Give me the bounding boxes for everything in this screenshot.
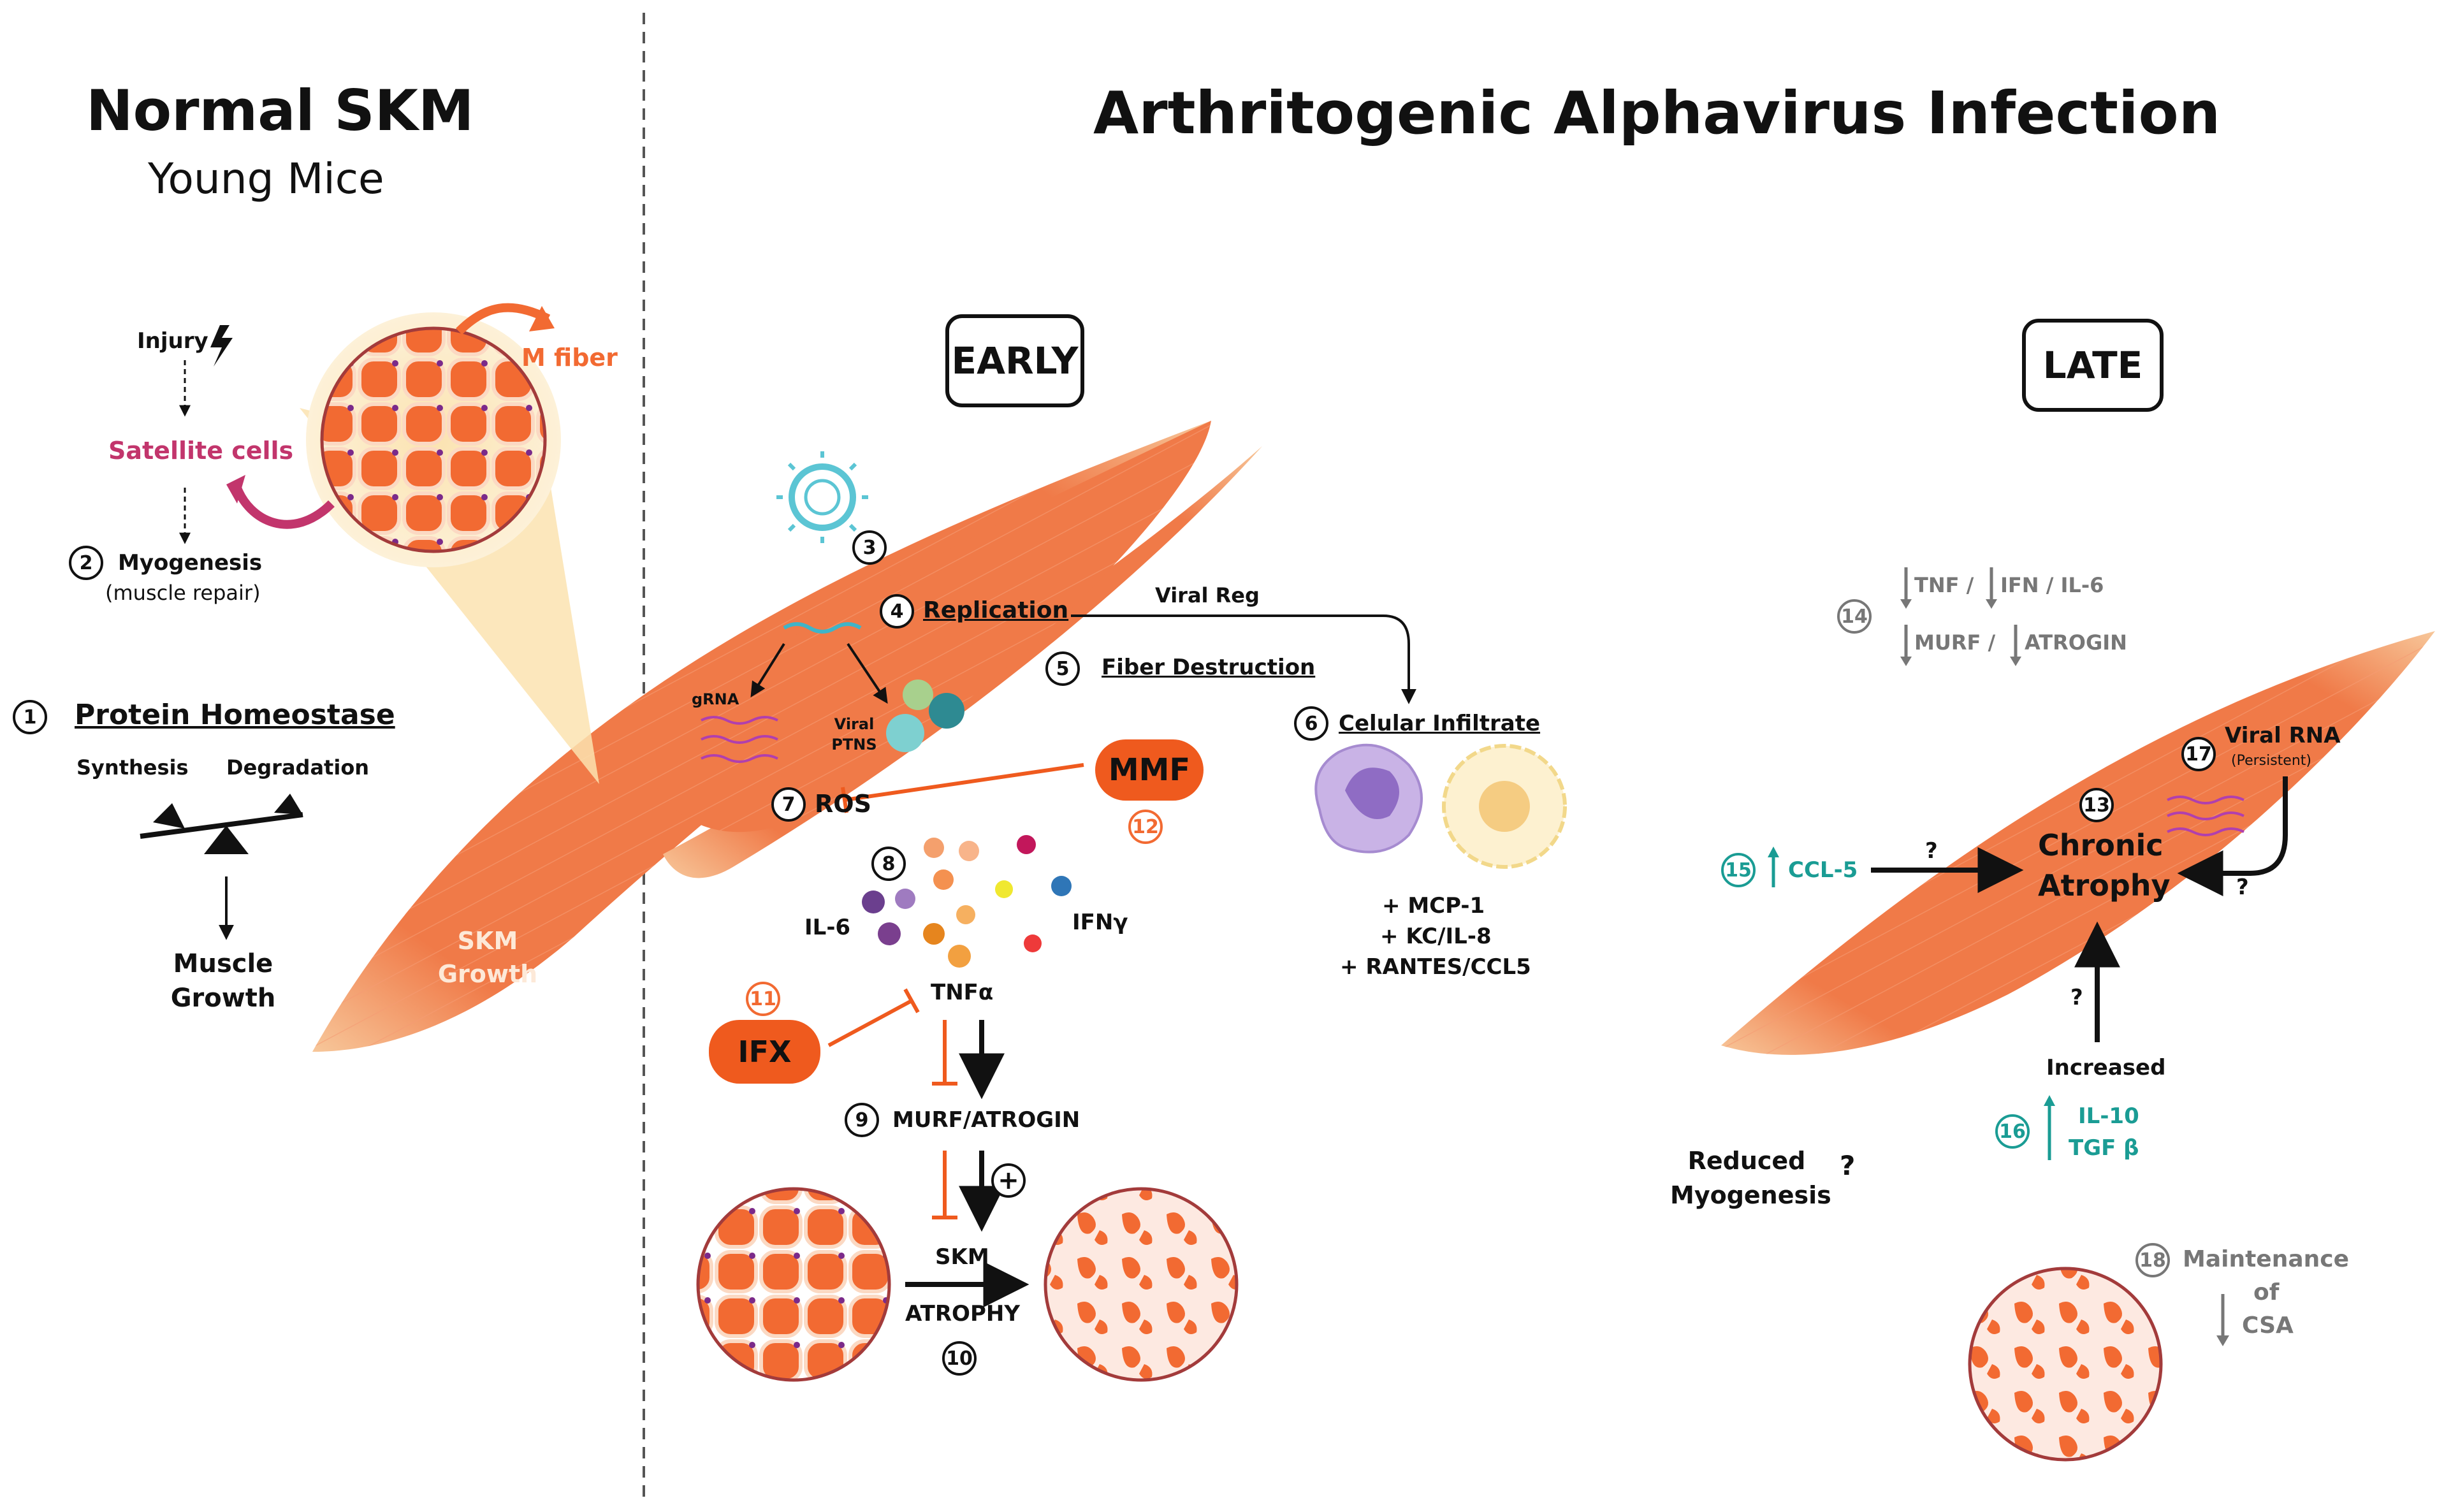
degradation-label: Degradation	[226, 755, 370, 780]
skm-label: SKM	[935, 1244, 989, 1270]
step-14-badge: 14	[1837, 599, 1872, 634]
scale-beam	[140, 812, 303, 839]
il10-label: IL-10	[2078, 1103, 2139, 1129]
step-7-badge: 7	[771, 787, 806, 822]
step-10-badge: 10	[942, 1341, 977, 1376]
viral-protein	[903, 680, 933, 710]
reduced-myogenesis-label: Reduced Myogenesis	[1670, 1147, 1831, 1209]
increased-label: Increased	[2046, 1055, 2166, 1080]
atrogin-down-label: ATROGIN	[2025, 630, 2127, 655]
step-11-badge: 11	[746, 982, 780, 1016]
of-label: of	[2253, 1279, 2280, 1305]
maintenance-label: Maintenance	[2183, 1246, 2350, 1272]
tgfb-label: TGF β	[2069, 1135, 2139, 1161]
late-fiber-section	[1968, 1267, 2163, 1462]
step-6-badge: 6	[1294, 706, 1328, 741]
viral-ptns-label: Viral PTNS	[831, 715, 877, 753]
scale-fulcrum	[204, 825, 249, 854]
question-viral-rna: ?	[2236, 875, 2249, 900]
chronic-label: Chronic	[2038, 828, 2164, 862]
protein-homeostase-label: Protein Homeostase	[75, 699, 395, 731]
right-title: Arthritogenic Alphavirus Infection	[1093, 79, 2221, 147]
question-increased: ?	[2070, 985, 2083, 1010]
m-fiber-arrow	[456, 303, 551, 335]
synthesis-label: Synthesis	[76, 755, 189, 780]
satellite-arrow	[231, 483, 335, 529]
plus-badge: +	[991, 1163, 1026, 1198]
atrophy-label: ATROPHY	[905, 1301, 1020, 1327]
atrophy-late-label: Atrophy	[2038, 868, 2171, 903]
step-2-badge: 2	[69, 546, 103, 580]
ifx-drug: IFX	[709, 1020, 820, 1084]
step-5-badge: 5	[1045, 651, 1080, 686]
ros-label: ROS	[815, 790, 871, 818]
step-3-badge: 3	[852, 530, 887, 565]
injury-label: Injury	[137, 328, 208, 354]
early-box: EARLY	[945, 314, 1084, 407]
satellite-cells-label: Satellite cells	[108, 437, 294, 465]
m-fiber-label: M fiber	[521, 344, 618, 372]
tnf-down-label: TNF /	[1914, 573, 1974, 597]
muscle-cross-section	[320, 326, 547, 553]
murf-down-label: MURF /	[1914, 630, 1996, 655]
kc-il8-label: + KC/IL-8	[1380, 924, 1492, 949]
cellular-infiltrate-label: Celular Infiltrate	[1339, 711, 1541, 736]
viral-reg-label: Viral Reg	[1155, 583, 1260, 607]
rantes-label: + RANTES/CCL5	[1340, 954, 1531, 980]
step-8-badge: 8	[871, 847, 906, 881]
csa-label: CSA	[2242, 1312, 2294, 1339]
viral-reg-arrow	[1071, 614, 1416, 704]
step-13-badge: 13	[2079, 788, 2114, 822]
ifng-label: IFNγ	[1072, 910, 1128, 935]
grna-squiggles	[701, 716, 778, 763]
viral-rna-squiggle	[783, 622, 862, 634]
left-subtitle: Young Mice	[148, 154, 384, 203]
grna-label: gRNA	[692, 690, 739, 708]
step-18-badge: 18	[2135, 1243, 2170, 1277]
step-16-badge: 16	[1995, 1114, 2030, 1149]
step-12-badge: 12	[1128, 810, 1163, 844]
step-15-badge: 15	[1721, 853, 1756, 887]
persistent-label: (Persistent)	[2231, 753, 2311, 769]
step-1-badge: 1	[13, 700, 47, 734]
cytokine-dots	[862, 835, 1072, 968]
murf-atrogin-label: MURF/ATROGIN	[892, 1107, 1080, 1133]
viral-rna-label: Viral RNA	[2225, 723, 2341, 748]
question-myogenesis: ?	[1840, 1150, 1856, 1181]
step-9-badge: 9	[845, 1103, 879, 1137]
skm-growth-label: SKM Growth	[437, 927, 538, 988]
muscle-growth-label: Muscle Growth	[170, 949, 276, 1013]
step-4-badge: 4	[880, 594, 914, 629]
lightning-icon	[210, 325, 233, 367]
atrophied-fiber-section	[1044, 1187, 1239, 1382]
ccl5-label: CCL-5	[1788, 857, 1858, 883]
virus-icon	[789, 463, 856, 531]
myogenesis-label: Myogenesis	[118, 550, 263, 576]
left-title: Normal SKM	[86, 78, 474, 143]
mmf-drug: MMF	[1095, 739, 1204, 801]
mcp1-label: + MCP-1	[1382, 893, 1485, 919]
healthy-fiber-section	[696, 1187, 891, 1382]
muscle-repair-label: (muscle repair)	[105, 581, 261, 605]
replication-label: Replication	[923, 597, 1069, 623]
step-17-badge: 17	[2181, 737, 2216, 771]
late-box: LATE	[2022, 319, 2164, 412]
ifn-il6-down-label: IFN / IL-6	[2000, 573, 2104, 597]
question-ccl5: ?	[1925, 838, 1938, 864]
il6-label: IL-6	[804, 915, 851, 940]
fiber-destruction-label: Fiber Destruction	[1102, 655, 1316, 680]
tnfa-label: TNFα	[931, 980, 994, 1005]
